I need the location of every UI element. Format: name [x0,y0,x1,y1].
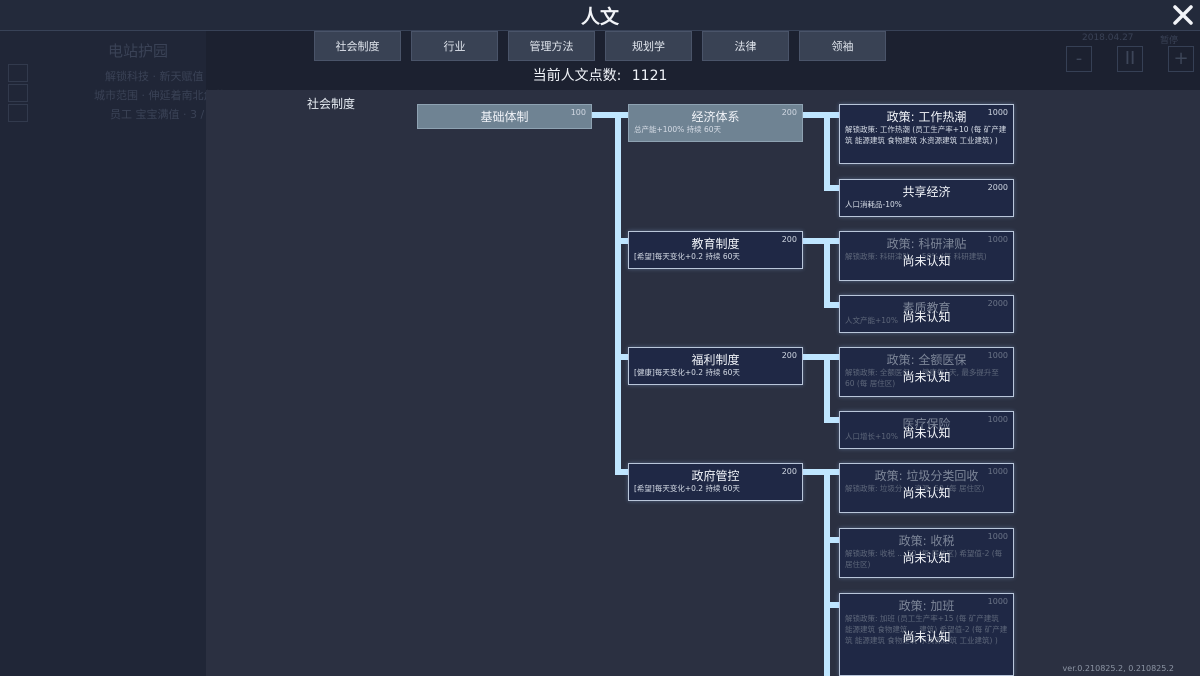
node-title: 福利制度 [691,353,740,367]
points-value: 1121 [631,68,668,84]
humanities-points: 当前人文点数: 1121 [0,65,1200,85]
node-title: 政策: 收税 [898,534,955,548]
node-unknown-label: 尚未认知 [902,426,951,440]
node-unknown-label: 尚未认知 [902,310,951,324]
tech-node-policy-taxation[interactable]: 政策: 收税 1000 解锁政策: 收税 ... 50 (每 居住区) 希望值-… [839,528,1014,578]
node-title: 政策: 工作热潮 [886,110,967,124]
node-description: 人文产能+10% [845,316,898,325]
tech-node-basic-system[interactable]: 基础体制 100 [417,104,592,129]
tech-node-government-control[interactable]: 政府管控 200 [希望]每天变化+0.2 持续 60天 [628,463,803,501]
node-cost: 1000 [987,235,1008,244]
bg-speed-label: 暂停 [1160,36,1179,46]
tech-node-sharing-economy[interactable]: 共享经济 2000 人口消耗品-10% [839,179,1014,217]
close-icon[interactable] [1170,2,1196,28]
node-cost: 1000 [987,597,1008,606]
node-title: 基础体制 [480,110,529,124]
bg-line-1: 解锁科技 · 新天赋值 [105,70,204,83]
tech-node-economic-system[interactable]: 经济体系 200 总产能+100% 持续 60天 [628,104,803,142]
node-unknown-label: 尚未认知 [902,486,951,500]
section-label: 社会制度 [307,97,356,111]
node-title: 政策: 加班 [898,599,955,613]
bg-city-title: 电站护园 [108,42,169,60]
node-description: 解锁政策: 科研津贴 ... 50% (每 科研建筑) [845,252,987,261]
tech-node-welfare-system[interactable]: 福利制度 200 [健康]每天变化+0.2 持续 60天 [628,347,803,385]
points-label: 当前人文点数: [532,68,622,84]
bg-speed-minus-button: - [1066,46,1092,72]
node-title: 医疗保险 [902,417,951,431]
tech-node-policy-full-medical[interactable]: 政策: 全额医保 1000 解锁政策: 全额医保 ... 健康每1天, 最多提升… [839,347,1014,397]
bg-checkbox [8,104,28,122]
tab-management[interactable]: 管理方法 [508,31,595,61]
node-unknown-label: 尚未认知 [902,630,951,644]
background-sidebar [0,30,206,676]
node-description: 解锁政策: 垃圾分 ... 资源: 50 (每 居住区) [845,484,985,493]
node-unknown-label: 尚未认知 [902,370,951,384]
node-cost: 1000 [987,415,1008,424]
node-description: 解锁政策: 收税 ... 50 (每 居住区) 希望值-2 (每 居住区) [845,549,1003,569]
node-cost: 1000 [987,351,1008,360]
bg-line-2: 城市范围 · 伸延着南北角落 [94,89,226,102]
node-cost: 100 [570,108,586,117]
node-unknown-label: 尚未认知 [902,254,951,268]
window-title: 人文 [580,6,619,28]
node-cost: 1000 [987,532,1008,541]
tab-leader[interactable]: 领袖 [799,31,886,61]
node-cost: 200 [781,108,797,117]
node-cost: 200 [781,351,797,360]
node-title: 共享经济 [902,185,951,199]
node-title: 教育制度 [691,237,740,251]
node-cost: 200 [781,235,797,244]
bg-pause-button: II [1117,46,1143,72]
node-description: [健康]每天变化+0.2 持续 60天 [634,368,740,377]
node-title: 政策: 全额医保 [886,353,967,367]
node-description: 人口消耗品-10% [845,200,902,209]
node-title: 政策: 垃圾分类回收 [874,469,979,483]
node-title: 素质教育 [902,301,951,315]
bg-checkbox [8,84,28,102]
tech-node-policy-garbage-sorting[interactable]: 政策: 垃圾分类回收 1000 解锁政策: 垃圾分 ... 资源: 50 (每 … [839,463,1014,513]
version-label: ver.0.210825.2, 0.210825.2 [1062,664,1174,673]
tab-social-system[interactable]: 社会制度 [314,31,401,61]
window-title-bar: 人文 [0,0,1200,31]
tech-node-education-system[interactable]: 教育制度 200 [希望]每天变化+0.2 持续 60天 [628,231,803,269]
node-cost: 2000 [987,183,1008,192]
tech-node-quality-education[interactable]: 素质教育 2000 人文产能+10% 尚未认知 [839,295,1014,333]
node-description: [希望]每天变化+0.2 持续 60天 [634,484,740,493]
node-description: 总产能+100% 持续 60天 [634,125,722,134]
node-cost: 1000 [987,108,1008,117]
node-title: 政策: 科研津贴 [886,237,967,251]
node-cost: 1000 [987,467,1008,476]
node-description: 解锁政策: 工作热潮 (员工生产率+10 (每 矿产建筑 能源建筑 食物建筑 水… [845,125,1007,145]
node-cost: 200 [781,467,797,476]
node-description: 解锁政策: 全额医保 ... 健康每1天, 最多提升至60 (每 居住区) [845,368,999,388]
bg-speed-plus-button: + [1168,46,1194,72]
node-description: 解锁政策: 加班 (员工生产率+15 (每 矿产建筑 能源建筑 食物建筑 ...… [845,614,1008,645]
tech-node-medical-insurance[interactable]: 医疗保险 1000 人口增长+10% 尚未认知 [839,411,1014,449]
node-title: 政府管控 [691,469,740,483]
bg-date: 2018.04.27 [1082,33,1134,43]
bg-checkbox [8,64,28,82]
node-cost: 2000 [987,299,1008,308]
bg-line-3: 员工 宝宝满值 · 3 / 1 [110,108,215,121]
tech-node-policy-work-boom[interactable]: 政策: 工作热潮 1000 解锁政策: 工作热潮 (员工生产率+10 (每 矿产… [839,104,1014,164]
node-title: 经济体系 [691,110,740,124]
tech-node-policy-research-subsidy[interactable]: 政策: 科研津贴 1000 解锁政策: 科研津贴 ... 50% (每 科研建筑… [839,231,1014,281]
tech-node-policy-overtime[interactable]: 政策: 加班 1000 解锁政策: 加班 (员工生产率+15 (每 矿产建筑 能… [839,593,1014,676]
node-description: [希望]每天变化+0.2 持续 60天 [634,252,740,261]
tab-planning[interactable]: 规划学 [605,31,692,61]
tab-industry[interactable]: 行业 [411,31,498,61]
node-unknown-label: 尚未认知 [902,551,951,565]
node-description: 人口增长+10% [845,432,898,441]
tab-law[interactable]: 法律 [702,31,789,61]
